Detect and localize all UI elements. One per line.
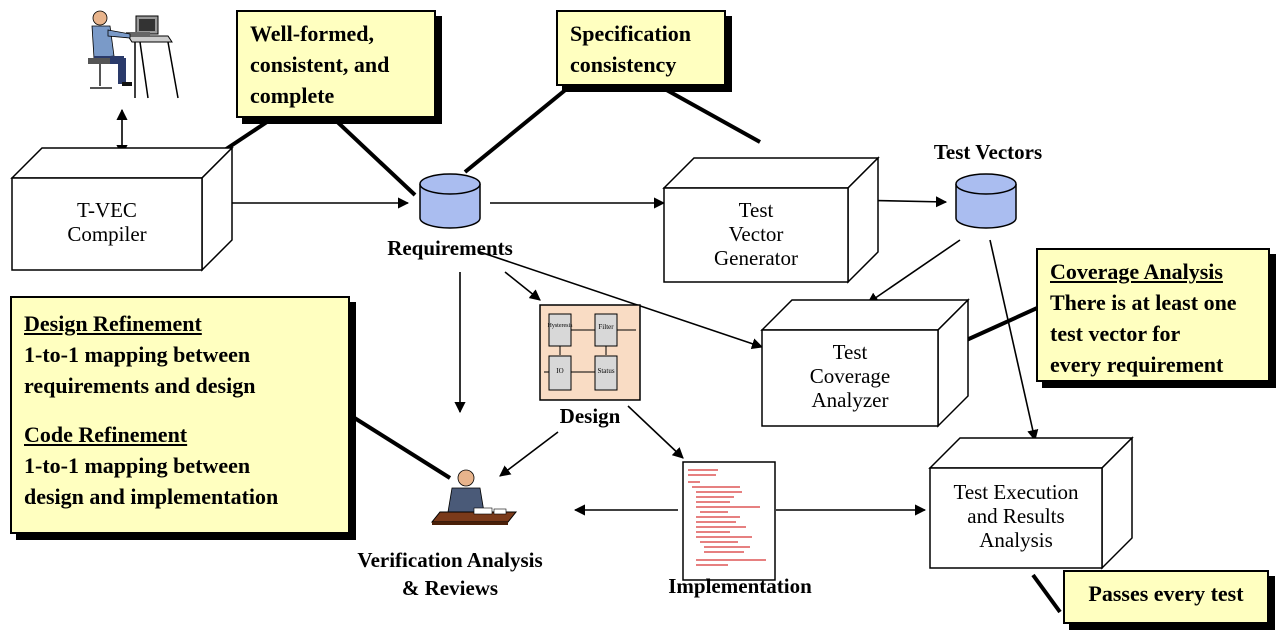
coverage-callout-title: Coverage Analysis	[1050, 259, 1223, 284]
design-block-hysteresis: Hysteresis	[547, 323, 573, 329]
implementation-label: Implementation	[668, 574, 812, 598]
wellformed-line-1: Well-formed,	[250, 21, 375, 46]
refinement-callout: Design Refinement 1-to-1 mapping between…	[10, 296, 350, 534]
design-diagram-icon	[539, 304, 641, 401]
vectors-execution-arrow	[989, 239, 1039, 442]
design-block-filter: Filter	[598, 323, 614, 331]
coverage-box-line-1: Test	[832, 340, 868, 364]
design-block-io: IO	[556, 367, 564, 375]
compiler-line-1: T-VEC	[77, 198, 137, 222]
test-execution-box	[928, 436, 1134, 570]
execution-line-1: Test Execution	[953, 480, 1079, 504]
code-refinement-title: Code Refinement	[24, 422, 188, 447]
verification-line-1: Verification Analysis	[357, 548, 543, 572]
reviewer-at-desk-icon	[430, 469, 518, 525]
requirements-design-arrow	[504, 271, 541, 301]
test-vector-generator-box	[662, 156, 880, 284]
code-refinement-line-1: 1-to-1 mapping between	[24, 453, 251, 478]
coverage-line-1: There is at least one	[1050, 290, 1237, 315]
tvec-compiler-label: T-VEC Compiler	[12, 198, 202, 246]
verification-label: Verification Analysis & Reviews	[330, 546, 570, 602]
execution-line-2: and Results	[967, 504, 1065, 528]
test-vectors-database-icon	[955, 173, 1017, 229]
requirements-label: Requirements	[387, 236, 513, 260]
wellformed-line-2: consistent, and	[250, 52, 390, 77]
wellformed-line-3: complete	[250, 83, 335, 108]
execution-line-3: Analysis	[979, 528, 1053, 552]
design-implementation-arrow	[627, 405, 684, 459]
code-listing-icon	[682, 461, 776, 581]
test-execution-label: Test Execution and Results Analysis	[930, 480, 1102, 552]
verification-line-2: & Reviews	[401, 576, 499, 600]
coverage-box-line-2: Coverage	[809, 364, 891, 388]
design-refinement-title: Design Refinement	[24, 311, 202, 336]
test-vector-generator-label: Test Vector Generator	[664, 198, 848, 270]
passes-every-test-callout: Passes every test	[1063, 570, 1269, 624]
spec-consistency-callout: Specification consistency	[556, 10, 726, 86]
passes-callout-text: Passes every test	[1088, 581, 1244, 606]
requirements-database-icon	[419, 173, 481, 229]
test-coverage-analyzer-box	[760, 298, 970, 428]
generator-line-1: Test	[738, 198, 774, 222]
coverage-analysis-callout: Coverage Analysis There is at least one …	[1036, 248, 1270, 382]
design-block-status: Status	[597, 367, 615, 375]
vectors-coverage-arrow	[867, 239, 961, 304]
coverage-line-2: test vector for	[1050, 321, 1181, 346]
design-label: Design	[559, 404, 621, 428]
test-vectors-label: Test Vectors	[933, 140, 1043, 164]
user-at-computer-icon	[88, 10, 179, 99]
generator-line-2: Vector	[728, 222, 784, 246]
test-coverage-analyzer-label: Test Coverage Analyzer	[762, 340, 938, 412]
design-refinement-line-2: requirements and design	[24, 373, 256, 398]
spec-line-2: consistency	[570, 52, 677, 77]
spec-line-1: Specification	[570, 21, 691, 46]
compiler-line-2: Compiler	[67, 222, 147, 246]
design-refinement-line-1: 1-to-1 mapping between	[24, 342, 251, 367]
tvec-compiler-box	[10, 146, 234, 272]
requirements-coverage-arrow	[479, 251, 764, 350]
coverage-box-line-3: Analyzer	[811, 388, 889, 412]
generator-line-3: Generator	[714, 246, 798, 270]
wellformed-callout: Well-formed, consistent, and complete	[236, 10, 436, 118]
code-refinement-line-2: design and implementation	[24, 484, 279, 509]
coverage-line-3: every requirement	[1050, 352, 1224, 377]
design-verification-arrow	[499, 431, 559, 477]
